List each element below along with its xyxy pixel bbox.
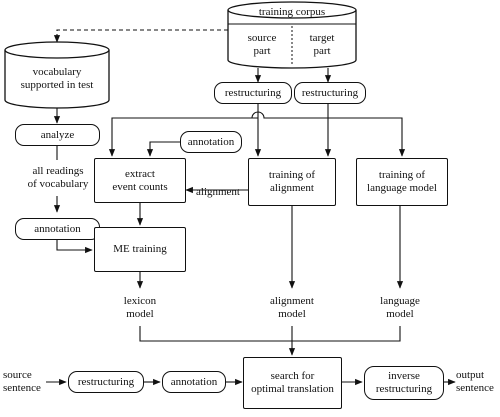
- inverse-restructuring-step: inverse restructuring: [364, 366, 444, 400]
- extract-event-counts-box: extract event counts: [94, 158, 186, 203]
- restructuring-bottom-step: restructuring: [68, 371, 144, 393]
- search-optimal-translation-box: search for optimal translation: [243, 357, 342, 409]
- output-sentence-label: output sentence: [456, 369, 494, 394]
- analyze-step: analyze: [15, 124, 100, 146]
- restructuring-source-step: restructuring: [214, 82, 292, 104]
- me-training-box: ME training: [94, 227, 186, 272]
- lexicon-model-label: lexicon model: [123, 295, 157, 320]
- annotation-left-step: annotation: [15, 218, 100, 240]
- target-part-label: target part: [309, 32, 335, 57]
- training-of-alignment-box: training of alignment: [248, 158, 336, 206]
- all-readings-label: all readings of vocabulary: [27, 165, 89, 190]
- training-of-language-model-box: training of language model: [356, 158, 448, 206]
- vocabulary-label: vocabulary supported in test: [20, 66, 94, 91]
- source-part-label: source part: [247, 32, 277, 57]
- training-corpus-cylinder: [227, 1, 357, 69]
- annotation-top-step: annotation: [180, 131, 242, 153]
- source-sentence-label: source sentence: [3, 369, 41, 394]
- restructuring-target-step: restructuring: [294, 82, 366, 104]
- annotation-bottom-step: annotation: [162, 371, 226, 393]
- alignment-model-label: alignment model: [270, 295, 314, 320]
- training-corpus-label: training corpus: [258, 5, 326, 18]
- language-model-label: language model: [380, 295, 420, 320]
- alignment-edge-label: alignment: [196, 185, 240, 198]
